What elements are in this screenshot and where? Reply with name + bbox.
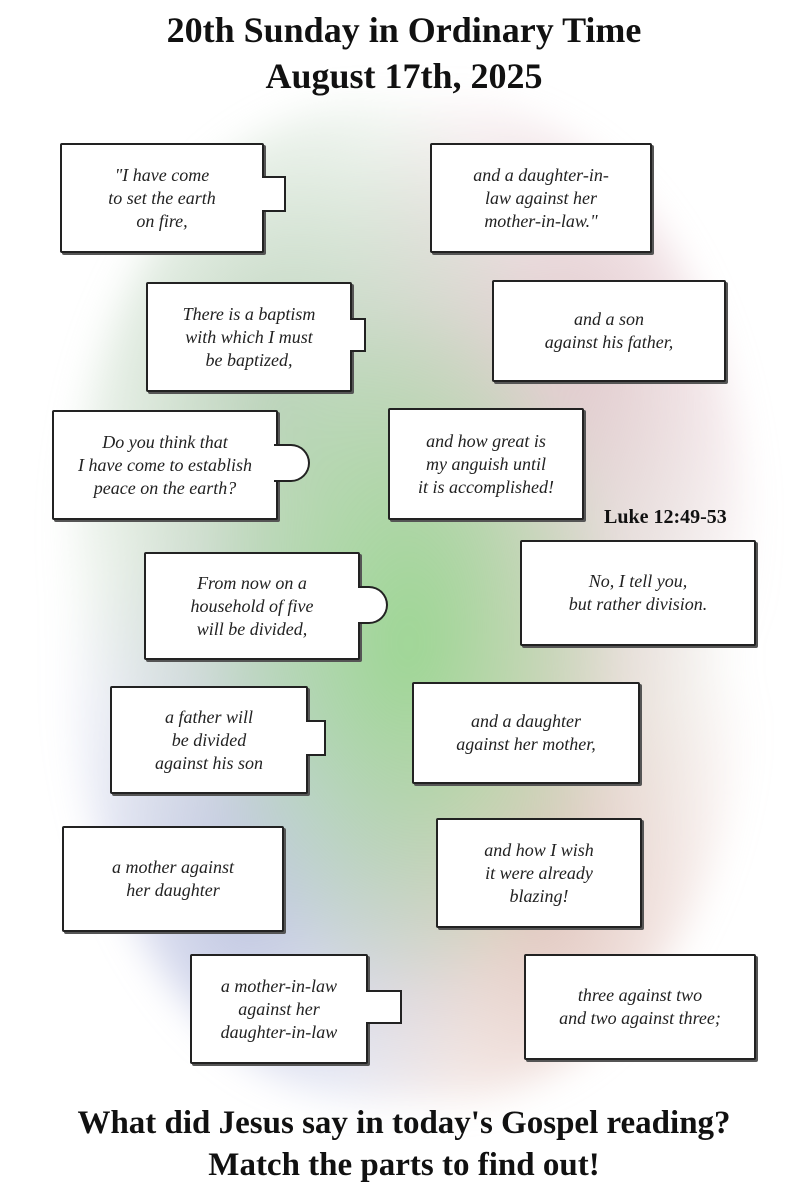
puzzle-piece-8[interactable]: No, I tell you, but rather division. [520, 540, 756, 646]
puzzle-piece-2[interactable]: and a daughter-in- law against her mothe… [430, 143, 652, 253]
piece-text: a mother against her daughter [111, 857, 234, 900]
piece-text: and a son against his father, [544, 309, 674, 352]
piece-text: "I have come to set the earth on fire, [108, 164, 216, 231]
puzzle-tab [274, 444, 310, 482]
puzzle-tab [358, 586, 388, 624]
page-title: 20th Sunday in Ordinary Time [166, 10, 642, 50]
piece-text: three against two and two against three; [559, 985, 721, 1028]
footer-question: What did Jesus say in today's Gospel rea… [77, 1105, 731, 1141]
puzzle-piece-6[interactable]: and how great is my anguish until it is … [388, 408, 584, 520]
piece-text: a mother-in-law against her daughter-in-… [220, 975, 338, 1042]
puzzle-piece-1[interactable]: "I have come to set the earth on fire, [60, 143, 264, 253]
piece-text: There is a baptism with which I must be … [182, 303, 316, 370]
puzzle-tab [306, 720, 326, 756]
puzzle-piece-4[interactable]: and a son against his father, [492, 280, 726, 382]
footer-instruction: Match the parts to find out! [208, 1147, 600, 1183]
scripture-reference: Luke 12:49-53 [604, 506, 727, 528]
puzzle-piece-14[interactable]: three against two and two against three; [524, 954, 756, 1060]
piece-text: and a daughter-in- law against her mothe… [473, 164, 609, 231]
puzzle-piece-3[interactable]: There is a baptism with which I must be … [146, 282, 352, 392]
puzzle-piece-9[interactable]: a father will be divided against his son [110, 686, 308, 794]
piece-text: and a daughter against her mother, [456, 711, 596, 754]
puzzle-piece-13[interactable]: a mother-in-law against her daughter-in-… [190, 954, 368, 1064]
puzzle-piece-10[interactable]: and a daughter against her mother, [412, 682, 640, 784]
piece-text: and how I wish it were already blazing! [484, 839, 594, 906]
piece-text: a father will be divided against his son [154, 706, 264, 773]
piece-text: and how great is my anguish until it is … [418, 430, 554, 497]
puzzle-piece-12[interactable]: and how I wish it were already blazing! [436, 818, 642, 928]
piece-text: From now on a household of five will be … [190, 572, 314, 639]
page-date: August 17th, 2025 [265, 56, 543, 96]
piece-text: No, I tell you, but rather division. [568, 571, 708, 614]
puzzle-piece-11[interactable]: a mother against her daughter [62, 826, 284, 932]
puzzle-tab [350, 318, 366, 352]
puzzle-tab [262, 176, 286, 212]
puzzle-piece-7[interactable]: From now on a household of five will be … [144, 552, 360, 660]
puzzle-tab [366, 990, 402, 1024]
piece-text: Do you think that I have come to establi… [78, 431, 252, 498]
puzzle-piece-5[interactable]: Do you think that I have come to establi… [52, 410, 278, 520]
